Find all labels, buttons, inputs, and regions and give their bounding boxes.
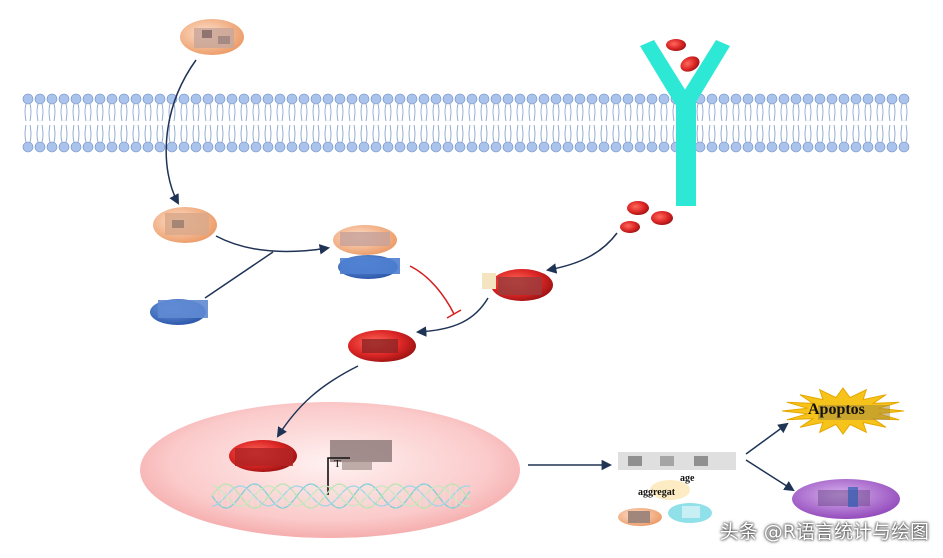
purple-cell <box>792 479 900 519</box>
ligand <box>666 39 686 51</box>
arrow-to-apoptosis <box>745 422 789 455</box>
aggregation-label-line2: aggregat <box>638 487 676 498</box>
arrow-blue-to-complex <box>204 251 274 299</box>
ligand <box>651 211 673 225</box>
apoptosis-label: Apoptos <box>808 401 865 418</box>
cell-membrane <box>22 93 910 153</box>
inhibition-line <box>409 265 462 319</box>
aggregation-cluster <box>618 452 736 523</box>
apoptosis-starburst <box>782 387 904 435</box>
protein-blue-bottom-left <box>150 299 208 325</box>
pathway-arrows <box>165 59 795 492</box>
receptor-y-shape <box>640 40 730 206</box>
arrow-red-to-middle <box>415 297 489 337</box>
protein-orange-top <box>180 19 244 55</box>
watermark-text: 头条 @R语言统计与绘图 <box>719 521 929 543</box>
arrow-middle-to-nucleus <box>276 365 359 438</box>
promoter-mark <box>327 457 350 495</box>
ligand <box>627 201 649 215</box>
arrow-ligand-to-red <box>545 232 618 274</box>
promoter-letter: T <box>334 458 341 470</box>
dna-double-helix <box>211 483 471 509</box>
ligand <box>620 221 640 233</box>
aggregation-label-line1: age <box>680 473 695 484</box>
gene-target-box <box>330 440 392 470</box>
ligand-group-extracellular <box>666 39 700 72</box>
protein-red-nuclear <box>229 440 297 472</box>
arrow-top-to-middle <box>165 59 197 205</box>
arrow-orange-to-complex <box>215 235 331 255</box>
ligand <box>680 56 700 72</box>
ligand-group-intracellular <box>620 201 673 233</box>
protein-red-middle <box>348 330 416 362</box>
protein-orange-middle <box>153 207 217 243</box>
nucleus <box>140 402 520 538</box>
protein-red-right <box>482 269 553 301</box>
arrow-to-purple-cell <box>745 459 795 492</box>
protein-blue-complex <box>338 255 400 279</box>
protein-orange-complex <box>333 225 397 255</box>
protein-orange-bottom <box>618 508 662 526</box>
